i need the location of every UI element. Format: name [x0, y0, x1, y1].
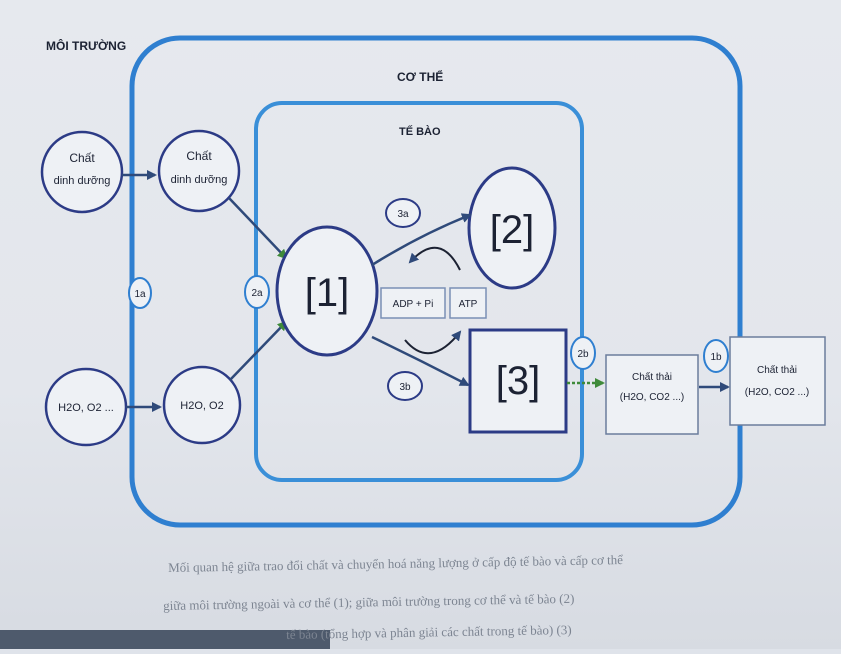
atp-cycle-arrow-top — [408, 246, 461, 271]
label-1b-bubble — [703, 339, 729, 373]
label-1a: 1a — [134, 289, 146, 300]
label-3b: 3b — [399, 382, 411, 393]
env-nutrient-circle — [40, 130, 124, 214]
body-gas-text: H2O, O2 — [180, 400, 223, 412]
env-waste-text-2: (H2O, CO2 ...) — [745, 387, 809, 398]
adp-label: ADP + Pi — [393, 299, 434, 310]
node-1-label: [1] — [305, 271, 349, 315]
environment-label: MÔI TRƯỜNG — [46, 38, 126, 53]
label-2a: 2a — [251, 288, 263, 299]
env-gas-text: H2O, O2 ... — [58, 402, 114, 414]
env-waste-box — [729, 336, 826, 426]
body-nutrient-text-2: dinh dưỡng — [171, 174, 228, 186]
arrow-1-to-2 — [371, 213, 472, 267]
label-2b: 2b — [577, 349, 589, 360]
env-waste-text-1: Chất thải — [757, 364, 797, 376]
label-2b-bubble — [570, 336, 596, 370]
arrow-gas-to-cell — [229, 320, 288, 381]
dark-overlay-strip — [0, 630, 330, 649]
cell-label: TẾ BÀO — [399, 125, 441, 138]
arrow-nutrient-to-cell — [228, 197, 288, 260]
body-boundary — [129, 35, 743, 528]
body-waste-text-1: Chất thải — [632, 371, 672, 383]
node-2-label: [2] — [490, 208, 534, 252]
node-2-circle — [467, 166, 557, 290]
body-waste-text-2: (H2O, CO2 ...) — [620, 392, 684, 403]
atp-box — [449, 287, 487, 319]
atp-label: ATP — [459, 299, 478, 310]
node-3-box — [468, 328, 568, 434]
label-1a-bubble — [128, 277, 152, 309]
node-1-circle — [275, 225, 379, 357]
label-3b-bubble — [387, 371, 423, 401]
body-nutrient-circle — [157, 129, 241, 213]
adp-box — [380, 287, 446, 319]
label-3a-bubble — [385, 198, 421, 228]
atp-cycle-arrow-bottom — [404, 330, 462, 355]
label-3a: 3a — [397, 209, 409, 220]
label-1b: 1b — [710, 352, 722, 363]
label-2a-bubble — [244, 275, 270, 309]
env-nutrient-text-1: Chất — [69, 151, 95, 165]
arrow-1-to-3 — [371, 335, 470, 387]
body-gas-circle — [162, 365, 242, 445]
body-nutrient-text-1: Chất — [186, 149, 212, 163]
node-3-label: [3] — [496, 359, 540, 403]
env-nutrient-text-2: dinh dưỡng — [54, 175, 111, 187]
body-label: CƠ THỂ — [397, 69, 443, 84]
body-waste-box — [605, 354, 699, 435]
